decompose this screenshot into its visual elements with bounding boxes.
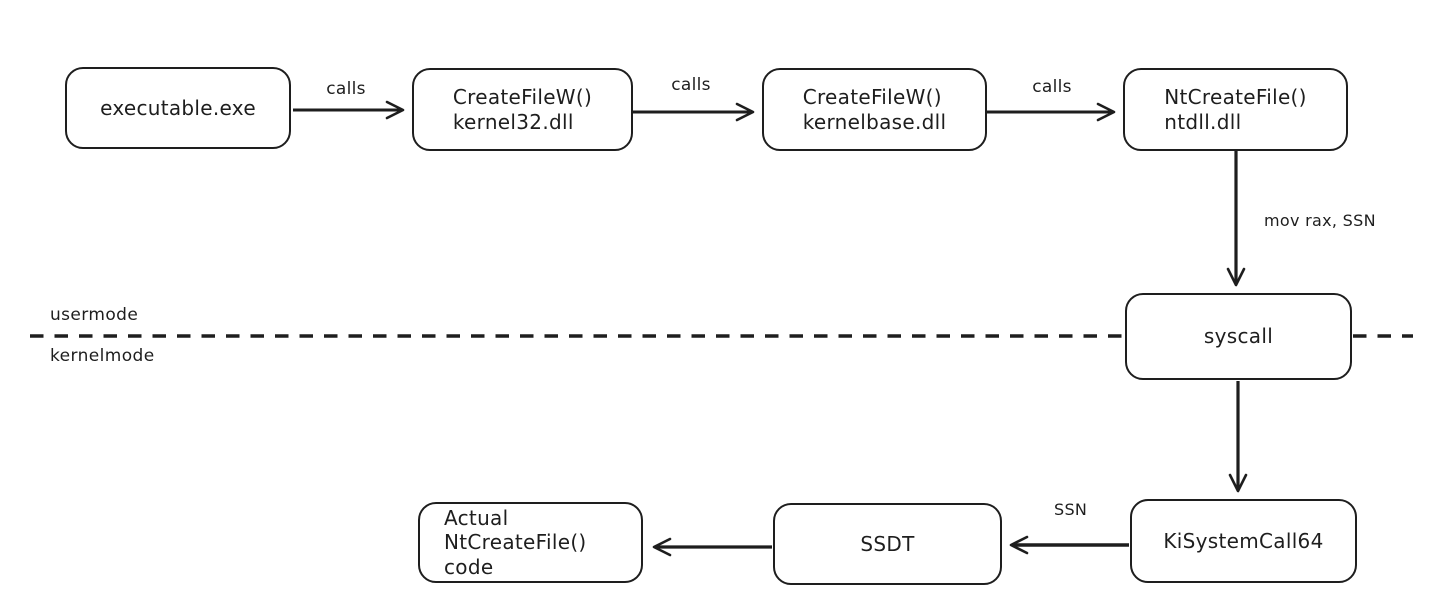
edge-label-mov-rax-ssn: mov rax, SSN <box>1264 211 1376 230</box>
node-ssdt-label: SSDT <box>860 531 915 556</box>
node-executable-exe-label: executable.exe <box>100 95 256 120</box>
node-actual-ntcreatefile-code-line1: Actual <box>444 505 509 530</box>
node-createfilew-kernelbase: CreateFileW() kernelbase.dll <box>762 68 987 151</box>
node-createfilew-kernelbase-line1: CreateFileW() <box>802 85 942 110</box>
node-executable-exe: executable.exe <box>65 67 291 149</box>
node-syscall: syscall <box>1125 293 1352 380</box>
edge-label-ssn: SSN <box>1054 500 1088 519</box>
node-syscall-label: syscall <box>1203 324 1274 349</box>
edge-label-calls-1: calls <box>326 79 366 99</box>
edge-label-calls-2: calls <box>671 75 711 95</box>
node-actual-ntcreatefile-code: Actual NtCreateFile() code <box>418 502 643 583</box>
node-ssdt: SSDT <box>773 503 1002 585</box>
region-label-usermode: usermode <box>50 305 139 325</box>
node-ntcreatefile-ntdll-line1: NtCreateFile() <box>1164 85 1307 110</box>
edge-label-calls-3: calls <box>1032 77 1072 97</box>
node-kisystemcall64: KiSystemCall64 <box>1130 499 1357 583</box>
node-ntcreatefile-ntdll-line2: ntdll.dll <box>1164 109 1242 134</box>
region-label-kernelmode: kernelmode <box>50 346 155 366</box>
node-createfilew-kernelbase-line2: kernelbase.dll <box>802 109 947 134</box>
node-createfilew-kernel32: CreateFileW() kernel32.dll <box>412 68 633 151</box>
node-createfilew-kernel32-line1: CreateFileW() <box>452 85 593 110</box>
node-actual-ntcreatefile-code-line2: NtCreateFile() code <box>444 530 587 579</box>
node-kisystemcall64-label: KiSystemCall64 <box>1163 528 1324 553</box>
node-createfilew-kernel32-line2: kernel32.dll <box>452 109 574 134</box>
node-ntcreatefile-ntdll: NtCreateFile() ntdll.dll <box>1123 68 1348 151</box>
